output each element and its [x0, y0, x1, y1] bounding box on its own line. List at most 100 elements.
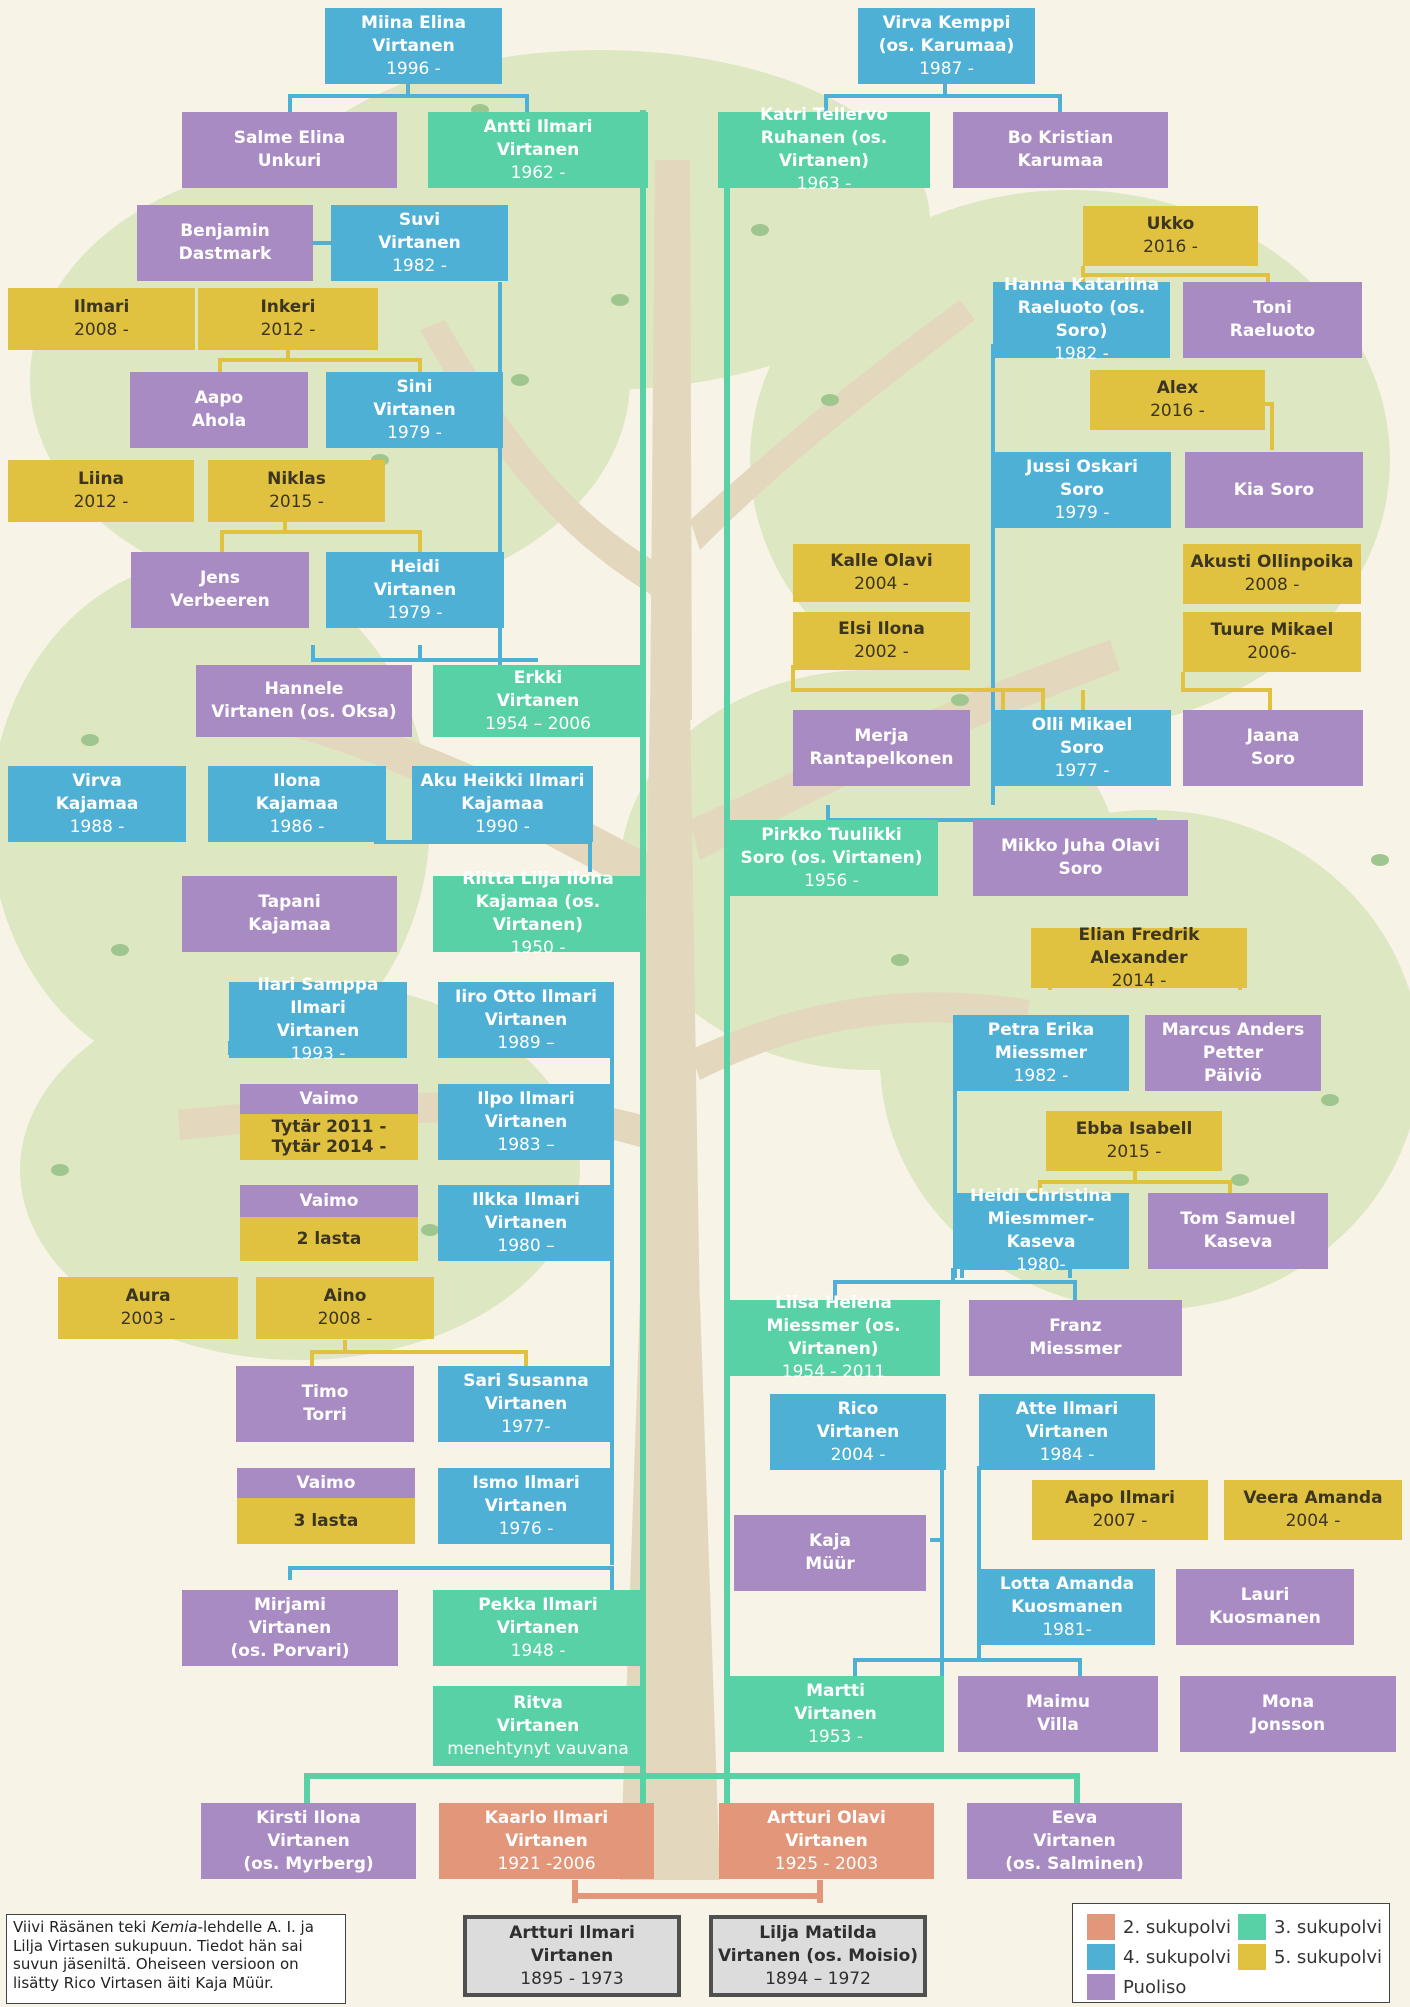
person-name-line: Virtanen [816, 1421, 900, 1442]
person-name-line: Benjamin [180, 221, 270, 241]
person-name-line: Artturi Ilmari [509, 1922, 635, 1943]
person-name-line: Katri Tellervo [759, 105, 889, 125]
person-dates: 1921 -2006 [497, 1853, 596, 1874]
person-dates: menehtynyt vauvana [447, 1738, 629, 1759]
legend-swatch [1238, 1914, 1266, 1940]
person-name-line: Lauri [1240, 1585, 1290, 1605]
spouse-label: Vaimo [240, 1084, 418, 1114]
person-name-line: Unkuri [257, 151, 322, 171]
person-name-line: Jussi Oskari [1026, 456, 1138, 477]
person-name-line: Petra Erika [987, 1019, 1095, 1040]
person-dates: 1954 - 2011 [781, 1362, 886, 1382]
person-name-line: Rico [837, 1398, 879, 1419]
person-kia: Kia Soro [1185, 452, 1363, 528]
person-name-line: Kajamaa [55, 793, 139, 814]
person-dates: 2003 - [120, 1309, 176, 1329]
legend-label: 3. sukupolvi [1274, 1916, 1383, 1938]
person-name-line: Virva Kemppi [882, 12, 1011, 33]
person-name-line: Kirsti Ilona [256, 1807, 361, 1828]
person-name-line: Aku Heikki Ilmari [420, 770, 585, 791]
person-name-line: Soro [1060, 479, 1104, 500]
person-name-line: Toni [1253, 298, 1292, 318]
person-name-line: Miessmer [1029, 1339, 1122, 1359]
person-name-line: Martti [806, 1680, 865, 1701]
note-prefix: Viivi Räsänen teki [13, 1918, 152, 1936]
children-note-line: Tytär 2014 - [271, 1137, 387, 1157]
person-name-line: Akusti Ollinpoika [1190, 552, 1354, 572]
spouse-label: Vaimo [240, 1185, 418, 1217]
person-name-line: Virtanen [1033, 1830, 1116, 1851]
person-name-line: Soro [1251, 749, 1295, 769]
person-name-line: Mirjami [254, 1594, 326, 1615]
person-name-line: Rantapelkonen [809, 749, 954, 769]
legend-item: 2. sukupolvi [1087, 1914, 1231, 1940]
person-name-line: Karumaa [1017, 151, 1104, 171]
person-name-line: Liisa Helena [775, 1293, 892, 1313]
person-name-line: Heidi Christina [970, 1186, 1112, 1206]
note-suffix: -lehdelle A. I. ja Lilja Virtasen sukupu… [13, 1918, 314, 1992]
person-dates: 2012 - [73, 492, 129, 512]
children-note-line: 2 lasta [296, 1229, 362, 1249]
person-dates: 2002 - [854, 642, 909, 662]
person-dates: 2014 - [1111, 970, 1167, 991]
spouse-label: Vaimo [237, 1468, 415, 1498]
person-name-line: Sari Susanna [463, 1370, 589, 1391]
children-note: 2 lasta [240, 1217, 418, 1261]
person-dates: 2016 - [1143, 237, 1198, 257]
person-name-line: Ritva [513, 1692, 563, 1713]
credit-note: Viivi Räsänen teki Kemia-lehdelle A. I. … [6, 1914, 346, 2004]
person-name-line: Petter [1202, 1042, 1264, 1063]
person-dates: 1977 - [1054, 760, 1110, 781]
person-dates: 1977- [501, 1416, 551, 1437]
person-name-line: Ismo Ilmari [472, 1472, 580, 1493]
person-name-line: Virtanen [794, 1703, 877, 1724]
person-name-line: Müür [805, 1554, 855, 1574]
person-name-line: Jaana [1246, 726, 1300, 746]
person-name-line: Ukko [1146, 214, 1195, 234]
person-name-line: Kuosmanen [1209, 1608, 1321, 1628]
children-note: 3 lasta [237, 1498, 415, 1544]
person-dates: 1895 - 1973 [520, 1968, 624, 1989]
person-name-line: Kajamaa [248, 915, 331, 935]
person-dates: 1979 - [387, 422, 442, 443]
person-dates: 1980- [1016, 1255, 1066, 1275]
person-name-line: Ilkka Ilmari [472, 1189, 580, 1210]
person-name-line: Virtanen [248, 1617, 332, 1638]
person-name-line: Mona [1261, 1692, 1315, 1712]
person-name-line: Kaseva [1203, 1232, 1273, 1252]
person-name-line: Miina Elina [361, 12, 466, 33]
person-dates: 2006- [1247, 643, 1297, 663]
person-name-line: Virtanen [484, 1212, 568, 1233]
person-name-line: Virtanen [484, 1111, 568, 1132]
person-name-line: Virtanen [372, 35, 455, 56]
person-name-line: Virtanen (os. Oksa) [211, 702, 397, 722]
legend-swatch [1087, 1944, 1115, 1970]
legend-label: 5. sukupolvi [1274, 1946, 1383, 1968]
